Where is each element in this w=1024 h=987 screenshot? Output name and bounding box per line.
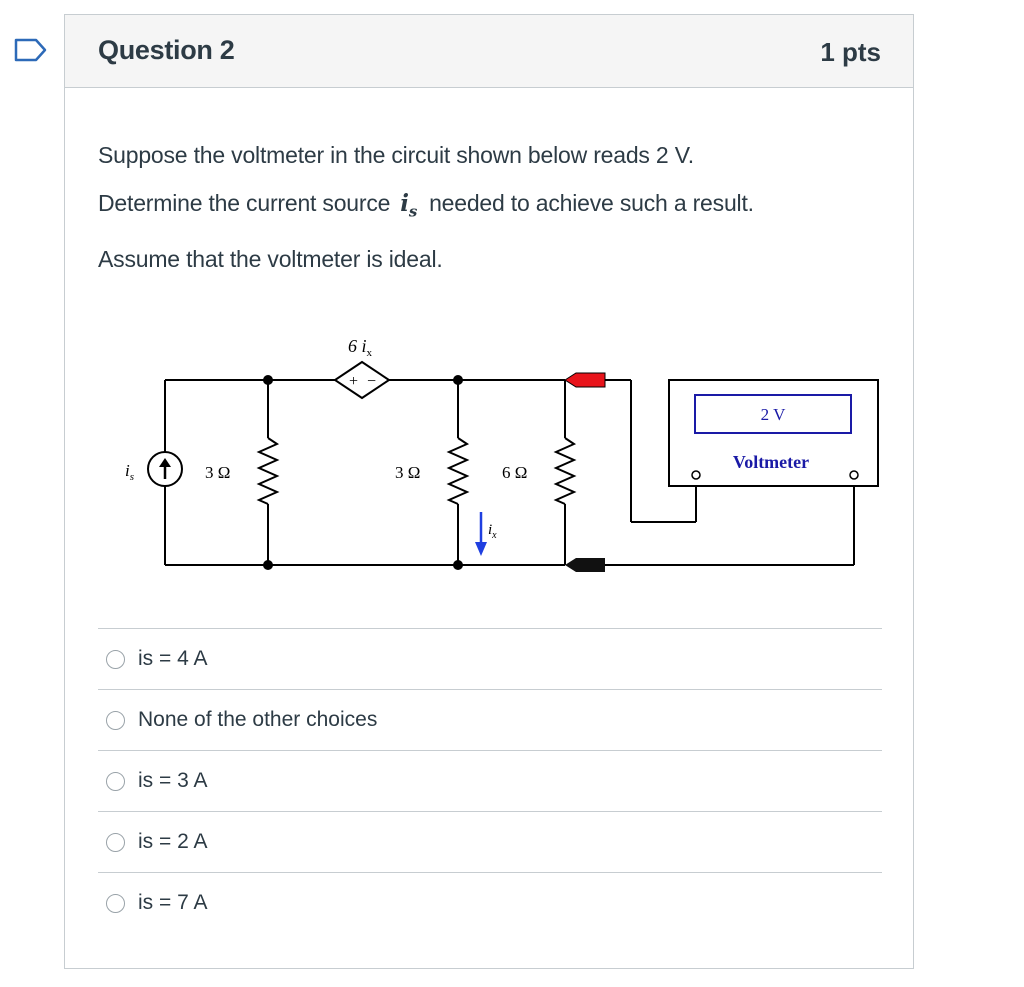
source-variable: is (400, 190, 417, 221)
prompt-line-2-after: needed to achieve such a result. (429, 190, 754, 216)
radio-button[interactable] (106, 772, 125, 791)
question-card: Question 2 1 pts Suppose the voltmeter i… (64, 14, 914, 969)
radio-button[interactable] (106, 894, 125, 913)
black-probe (565, 558, 605, 572)
choice-label[interactable]: is = 4 A (138, 647, 208, 670)
choice-label[interactable]: None of the other choices (138, 708, 378, 731)
voltmeter-label: Voltmeter (733, 452, 809, 472)
question-header: Question 2 1 pts (65, 15, 913, 88)
dep-plus: + (349, 373, 358, 390)
question-title: Question 2 (98, 35, 235, 65)
dep-source-label-sub: x (367, 347, 373, 359)
choice-label[interactable]: is = 2 A (138, 830, 208, 853)
prompt-line-2: Determine the current source is needed to … (98, 190, 754, 221)
dep-minus: − (367, 373, 376, 390)
bookmark-flag-icon[interactable] (14, 38, 48, 62)
answer-choice[interactable]: is = 4 A (98, 628, 882, 689)
choice-label[interactable]: is = 7 A (138, 891, 208, 914)
source-label-main: i (125, 461, 130, 480)
current-ix-arrow (475, 512, 487, 556)
circuit-diagram: is + − 6 ix 3 Ω 3 Ω 6 Ω ix (125, 336, 879, 572)
answer-choice[interactable]: is = 3 A (98, 750, 882, 811)
question-points: 1 pts (820, 37, 881, 67)
answer-choice[interactable]: is = 2 A (98, 811, 882, 872)
dep-source-label: 6 ix (348, 336, 373, 359)
source-label-sub: s (130, 471, 134, 483)
source-variable-sub: s (408, 202, 418, 221)
radio-button[interactable] (106, 711, 125, 730)
answer-choices: is = 4 A None of the other choices is = … (98, 628, 882, 933)
radio-button[interactable] (106, 833, 125, 852)
prompt-line-3: Assume that the voltmeter is ideal. (98, 246, 443, 272)
choice-label[interactable]: is = 3 A (138, 769, 208, 792)
prompt-line-2-before: Determine the current source (98, 190, 391, 216)
dep-source-label-main: 6 i (348, 336, 367, 356)
r1-label: 3 Ω (205, 463, 230, 482)
prompt-line-1: Suppose the voltmeter in the circuit sho… (98, 142, 694, 168)
radio-button[interactable] (106, 650, 125, 669)
current-ix-label-main: i (488, 522, 492, 538)
r3-label: 6 Ω (502, 463, 527, 482)
answer-choice[interactable]: None of the other choices (98, 689, 882, 750)
source-label: is (125, 461, 134, 483)
red-probe (564, 372, 606, 388)
circuit-wires (164, 379, 855, 566)
answer-choice[interactable]: is = 7 A (98, 872, 882, 933)
r2-label: 3 Ω (395, 463, 420, 482)
voltmeter (668, 379, 879, 487)
circuit-nodes (263, 375, 463, 570)
current-source (147, 451, 183, 487)
voltmeter-reading: 2 V (761, 405, 786, 424)
current-ix-label-sub: x (491, 530, 497, 541)
dependent-voltage-source: + − (333, 360, 391, 400)
current-ix-label: ix (488, 522, 497, 541)
source-variable-main: i (400, 190, 409, 217)
